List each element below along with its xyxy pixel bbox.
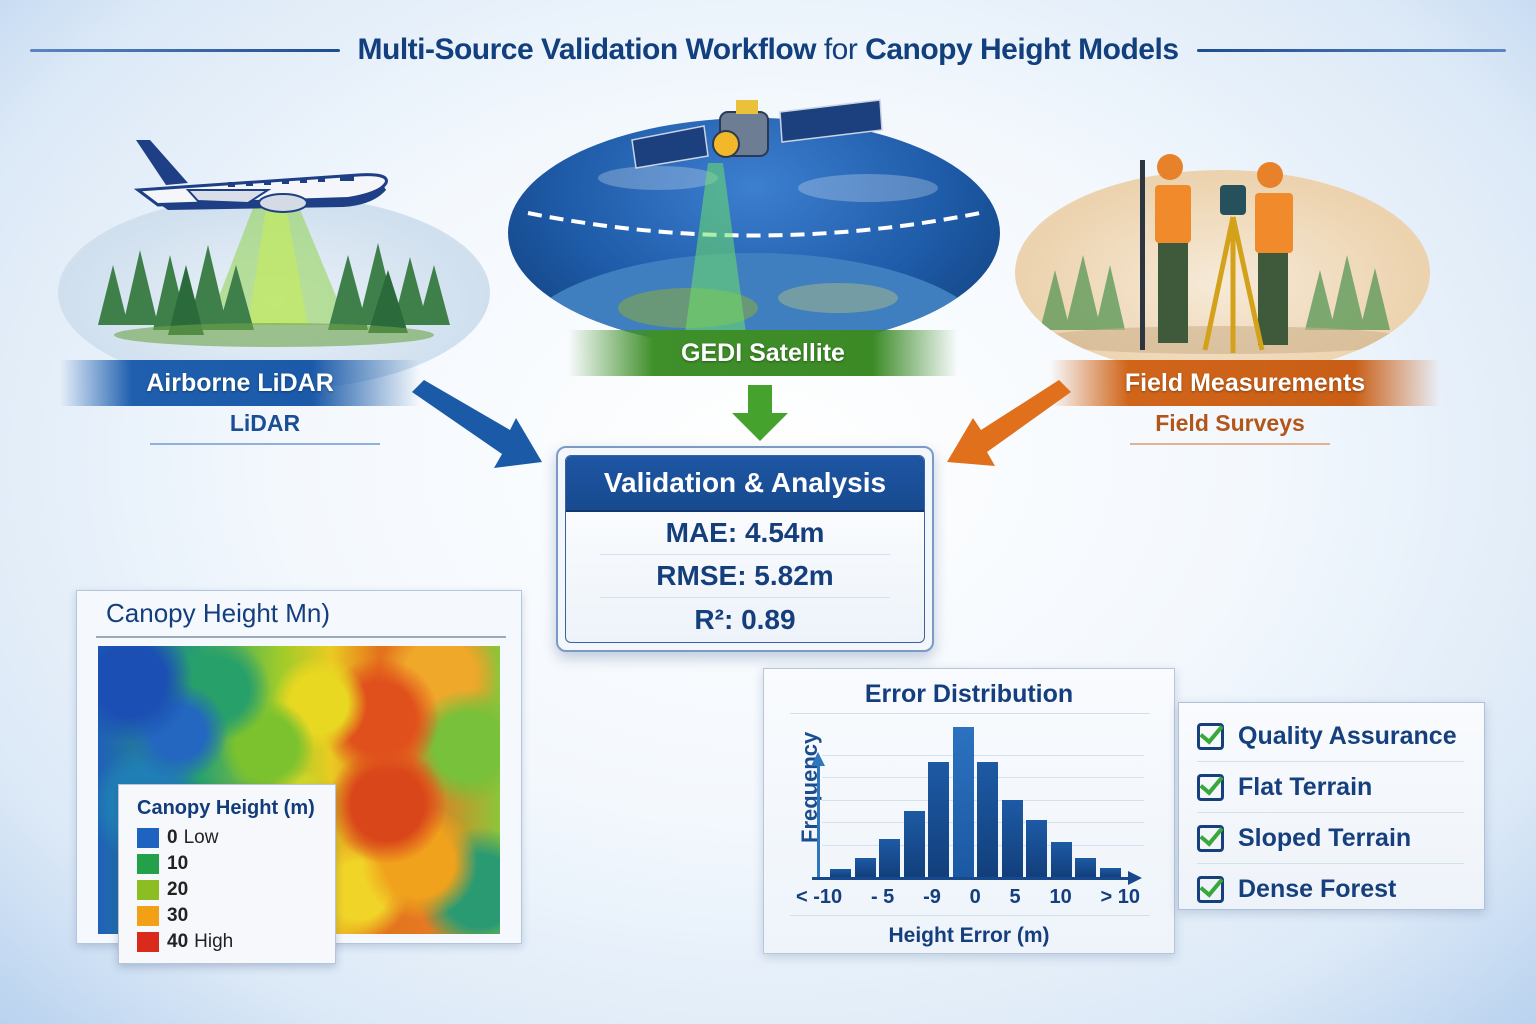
histogram-bar — [1050, 842, 1072, 877]
legend-title: Canopy Height (m) — [137, 797, 315, 819]
checklist-item-quality-assurance[interactable]: Quality Assurance — [1197, 711, 1464, 762]
title-bar: Multi-Source Validation Workflow for Can… — [30, 22, 1507, 78]
metric-mae: MAE: 4.54m — [600, 512, 890, 555]
histogram-bar — [1075, 858, 1096, 877]
histogram-bar — [1026, 820, 1047, 877]
legend-item-3: 30 — [137, 903, 335, 929]
x-tick: -9 — [923, 886, 941, 908]
histogram-bar — [1099, 868, 1121, 877]
legend-swatch-red — [137, 932, 159, 952]
title-rule-right — [1196, 48, 1507, 52]
checklist-label: Flat Terrain — [1238, 772, 1373, 801]
legend-item-1: 10 — [137, 851, 335, 877]
y-axis-arrow-icon — [811, 752, 825, 766]
forest-icon — [1033, 255, 1413, 354]
histogram-bar — [928, 762, 949, 877]
histogram-bar — [854, 858, 876, 877]
histogram-bar — [952, 727, 974, 877]
legend-item-2: 20 — [137, 877, 335, 903]
x-tick-labels: < -10 - 5 -9 0 5 10 > 10 — [790, 886, 1150, 909]
checkbox-checked-icon[interactable] — [1197, 824, 1224, 852]
canopy-map-title-rule — [96, 636, 506, 638]
satellite-icon — [631, 99, 883, 169]
arrow-gedi-to-validation-icon — [732, 385, 788, 441]
legend-value: 40 — [167, 931, 189, 952]
canopy-legend: Canopy Height (m) 0 Low 10 20 30 40 High — [118, 784, 336, 964]
histogram-bar — [1001, 800, 1023, 877]
x-tick: > 10 — [1100, 886, 1140, 908]
validation-checklist: Quality Assurance Flat Terrain Sloped Te… — [1178, 702, 1485, 910]
x-axis — [812, 877, 1132, 880]
error-title-rule — [790, 713, 1150, 714]
legend-item-0: 0 Low — [137, 825, 335, 851]
checklist-label: Quality Assurance — [1238, 721, 1457, 750]
legend-value: 10 — [167, 853, 189, 874]
metric-r2: R²: 0.89 — [694, 603, 796, 635]
title-part-3: Canopy Height Models — [857, 33, 1179, 66]
canopy-map-title: Canopy Height Mn) — [106, 598, 330, 628]
title-rule-left — [30, 48, 340, 52]
x-tick: - 5 — [870, 886, 895, 908]
metric-rmse: RMSE: 5.82m — [600, 555, 890, 598]
field-measurements-banner: Field Measurements — [1050, 360, 1440, 406]
legend-value: 20 — [167, 879, 189, 900]
airborne-lidar-banner: Airborne LiDAR — [60, 360, 420, 406]
legend-note: Low — [183, 827, 219, 848]
checklist-item-dense-forest[interactable]: Dense Forest — [1197, 864, 1464, 915]
x-axis-label: Height Error (m) — [888, 924, 1050, 947]
title-part-2: for — [823, 33, 858, 66]
legend-note: High — [194, 931, 234, 952]
checklist-item-sloped-terrain[interactable]: Sloped Terrain — [1197, 813, 1464, 864]
surveyors-icon — [1140, 154, 1293, 353]
airplane-lidar-illustration — [58, 195, 490, 390]
checkbox-checked-icon[interactable] — [1197, 773, 1224, 801]
validation-inner: Validation & Analysis MAE: 4.54m RMSE: 5… — [565, 455, 925, 643]
lidar-subtitle: LiDAR — [150, 410, 380, 445]
histogram-bar — [830, 869, 851, 877]
x-label-rule — [790, 915, 1150, 916]
checklist-label: Sloped Terrain — [1238, 823, 1412, 852]
x-tick: 0 — [969, 886, 981, 908]
legend-swatch-blue — [137, 828, 159, 848]
y-axis — [817, 762, 820, 878]
checkbox-checked-icon[interactable] — [1197, 722, 1224, 750]
x-tick: 10 — [1049, 886, 1072, 908]
x-axis-arrow-icon — [1128, 871, 1142, 885]
earth-icon — [514, 163, 994, 348]
arrow-lidar-to-validation-icon — [412, 380, 542, 468]
histogram-bars — [830, 727, 1130, 877]
checklist-item-flat-terrain[interactable]: Flat Terrain — [1197, 762, 1464, 813]
error-distribution-panel — [763, 668, 1175, 954]
legend-swatch-lime — [137, 880, 159, 900]
title-part-1: Multi-Source Validation Workflow — [357, 33, 824, 66]
legend-swatch-green — [137, 854, 159, 874]
validation-analysis-panel: Validation & Analysis MAE: 4.54m RMSE: 5… — [556, 446, 934, 652]
grid-line — [822, 755, 1144, 756]
page-title: Multi-Source Validation Workflow for Can… — [357, 33, 1180, 67]
field-surveys-subtitle: Field Surveys — [1130, 410, 1330, 445]
histogram-bar — [977, 762, 998, 877]
legend-value: 30 — [167, 905, 189, 926]
x-tick: 5 — [1009, 886, 1021, 908]
forest-icon — [98, 195, 450, 347]
legend-swatch-orange — [137, 906, 159, 926]
gedi-satellite-banner: GEDI Satellite — [568, 330, 958, 376]
airplane-icon — [133, 140, 388, 213]
error-distribution-title: Error Distribution — [864, 680, 1074, 708]
legend-item-4: 40 High — [137, 929, 335, 955]
validation-title: Validation & Analysis — [566, 456, 924, 512]
arrow-field-to-validation-icon — [947, 380, 1071, 466]
histogram-bar — [879, 839, 900, 877]
checklist-label: Dense Forest — [1238, 875, 1397, 903]
x-tick: < -10 — [796, 886, 843, 908]
checkbox-checked-icon[interactable] — [1197, 876, 1224, 903]
histogram-bar — [903, 811, 925, 877]
legend-value: 0 — [167, 827, 178, 848]
